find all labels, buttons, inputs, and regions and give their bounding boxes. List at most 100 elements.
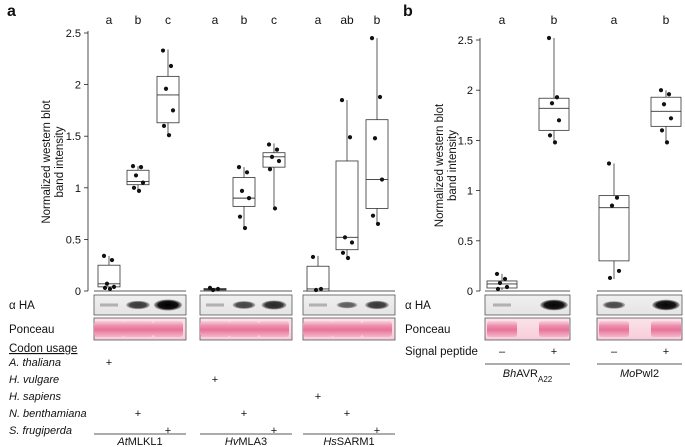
data-point	[554, 95, 560, 100]
codon-mark: +	[344, 408, 350, 420]
y-tick-label: 0	[467, 286, 473, 298]
data-point	[161, 123, 167, 128]
ponceau-band	[200, 321, 230, 337]
box	[335, 160, 359, 251]
data-point	[163, 86, 169, 91]
row-label-ponceau: Ponceau	[405, 324, 450, 336]
data-point	[369, 36, 375, 41]
y-tick-label: 2	[75, 80, 81, 92]
significance-letter: c	[271, 13, 277, 27]
box	[365, 119, 389, 209]
data-point	[160, 48, 166, 53]
data-point	[101, 253, 107, 259]
panel-label-a: a	[7, 3, 16, 20]
ponceau-band	[259, 321, 289, 337]
data-point	[606, 161, 612, 166]
data-point	[377, 94, 383, 100]
y-tick-label: 0.5	[66, 234, 81, 246]
significance-letter: a	[499, 13, 506, 27]
significance-letter: a	[611, 13, 618, 27]
significance-letter: a	[106, 13, 113, 27]
significance-letter: a	[315, 13, 322, 27]
data-point	[342, 235, 348, 240]
species-label: S. frugiperda	[9, 425, 72, 437]
blot-band	[154, 299, 182, 311]
data-point	[668, 116, 674, 121]
data-point	[661, 102, 667, 107]
codon-mark: +	[135, 408, 141, 420]
data-point	[109, 257, 115, 263]
data-point	[349, 240, 355, 245]
data-point	[547, 133, 553, 138]
blot-band	[206, 303, 224, 307]
data-point	[310, 254, 316, 260]
blot-band	[602, 301, 626, 309]
codon-mark: +	[271, 425, 277, 437]
data-point	[269, 154, 275, 159]
significance-letter: b	[135, 13, 142, 27]
data-point	[318, 286, 324, 292]
data-point	[168, 63, 174, 69]
ponceau-band	[599, 321, 629, 337]
ponceau-band	[332, 321, 362, 337]
data-point	[136, 188, 142, 193]
significance-letter: b	[663, 13, 670, 27]
data-point	[504, 284, 510, 290]
significance-letter: c	[165, 13, 171, 27]
data-point	[556, 118, 562, 123]
ponceau-band	[153, 321, 183, 337]
data-point	[133, 173, 139, 178]
y-tick-label: 1.5	[66, 131, 81, 143]
y-tick-label: 1	[467, 186, 473, 198]
group-label: HsSARM1	[323, 436, 374, 447]
species-label: N. benthamiana	[9, 408, 87, 420]
data-point	[239, 188, 245, 193]
blot-band	[493, 303, 511, 307]
significance-letter: b	[241, 13, 248, 27]
data-point	[607, 275, 613, 281]
box	[486, 280, 518, 289]
data-point	[372, 136, 378, 141]
data-point	[552, 140, 558, 145]
data-point	[102, 285, 108, 291]
blot-band	[232, 301, 256, 309]
box	[306, 265, 330, 292]
ponceau-band	[229, 321, 259, 337]
box	[598, 195, 630, 262]
data-point	[170, 108, 176, 113]
data-point	[276, 158, 282, 164]
blot-band	[309, 303, 327, 307]
codon-mark: +	[165, 425, 171, 437]
data-point	[664, 140, 670, 145]
data-point	[166, 133, 172, 138]
data-point	[345, 255, 351, 261]
data-point	[215, 286, 221, 292]
y-axis-label: band intensity	[54, 126, 66, 197]
data-point	[138, 165, 144, 170]
codon-mark: +	[212, 374, 218, 386]
ponceau-band	[487, 321, 517, 337]
ponceau-band	[362, 321, 392, 337]
codon-mark: +	[315, 391, 321, 403]
box	[126, 169, 150, 186]
box	[97, 264, 121, 288]
western-blot	[596, 294, 683, 316]
data-point	[207, 285, 213, 291]
data-point	[246, 196, 252, 201]
data-point	[339, 97, 345, 103]
row-label-signal-peptide: Signal peptide	[405, 346, 478, 358]
row-label-alpha-ha: α HA	[405, 300, 431, 312]
species-label: H. vulgare	[9, 374, 59, 386]
blot-band	[336, 301, 358, 309]
data-point	[130, 164, 136, 169]
row-label-codon-usage: Codon usage	[9, 343, 77, 355]
y-tick-label: 0.5	[458, 236, 473, 248]
data-point	[340, 250, 346, 255]
blot-band	[261, 300, 287, 310]
y-tick-label: 0	[75, 286, 81, 298]
significance-letter: ab	[340, 13, 354, 27]
data-point	[236, 165, 242, 170]
ponceau-band	[303, 321, 333, 337]
